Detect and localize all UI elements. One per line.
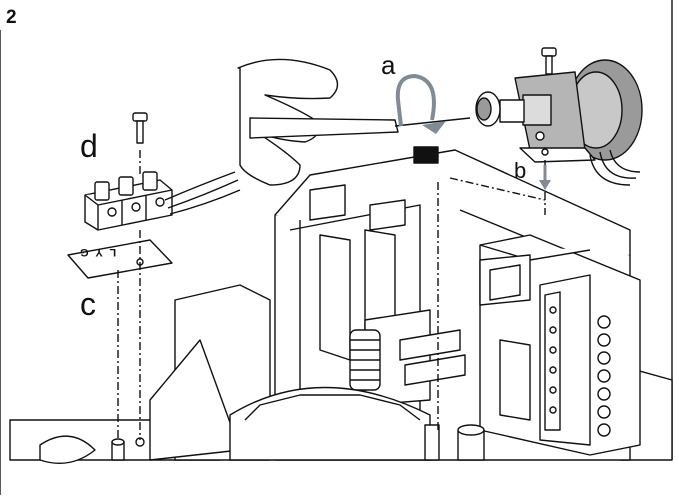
terminal-screw [118, 176, 134, 196]
figure-number: 2 [6, 7, 17, 28]
rotation-arrow-a [395, 73, 436, 127]
terminal-contact [549, 306, 557, 314]
terminal-contact [549, 366, 557, 374]
terminal-screw [597, 351, 611, 365]
terminal-contact [549, 346, 557, 354]
terminal-wires [164, 171, 241, 215]
position-marker [413, 146, 439, 164]
label-b: b [514, 158, 527, 183]
terminal-contact [549, 326, 557, 334]
mounting-bracket [519, 147, 596, 163]
screwdriver [249, 117, 471, 139]
label-d: d [80, 128, 98, 164]
terminal-screw [597, 423, 611, 437]
housing-slot-mid [369, 199, 406, 231]
terminal-screw [94, 181, 110, 201]
potentiometer-wires [589, 149, 641, 186]
terminal-marking: L Y G [78, 246, 117, 258]
terminal-hole [131, 202, 141, 212]
shaft-collar [499, 99, 525, 123]
terminal-screw [142, 171, 158, 191]
terminal-hole [155, 197, 165, 207]
module-slot [489, 264, 521, 301]
terminal-screw [597, 315, 611, 329]
relay [349, 309, 466, 406]
label-a: a [381, 50, 396, 80]
terminal-contact [549, 406, 557, 414]
label-c: c [80, 286, 96, 322]
screw-b [541, 47, 557, 75]
adjustment-post [424, 424, 485, 461]
terminal-contact [549, 386, 557, 394]
housing-slot-left [309, 184, 346, 221]
terminal-block-d [84, 171, 173, 231]
terminal-strip [549, 306, 611, 437]
terminal-screw [597, 405, 611, 419]
terminal-screw [597, 333, 611, 347]
right-module [479, 234, 641, 456]
terminal-screw [597, 369, 611, 383]
terminal-hole [107, 207, 117, 217]
down-arrow-b [539, 165, 551, 190]
rotation-arrowhead [422, 121, 446, 134]
terminal-screw [597, 387, 611, 401]
bracket-hole [535, 131, 545, 141]
screw-d [132, 112, 148, 144]
dome [229, 386, 431, 461]
base-pegs [39, 435, 145, 464]
potentiometer [475, 59, 643, 163]
